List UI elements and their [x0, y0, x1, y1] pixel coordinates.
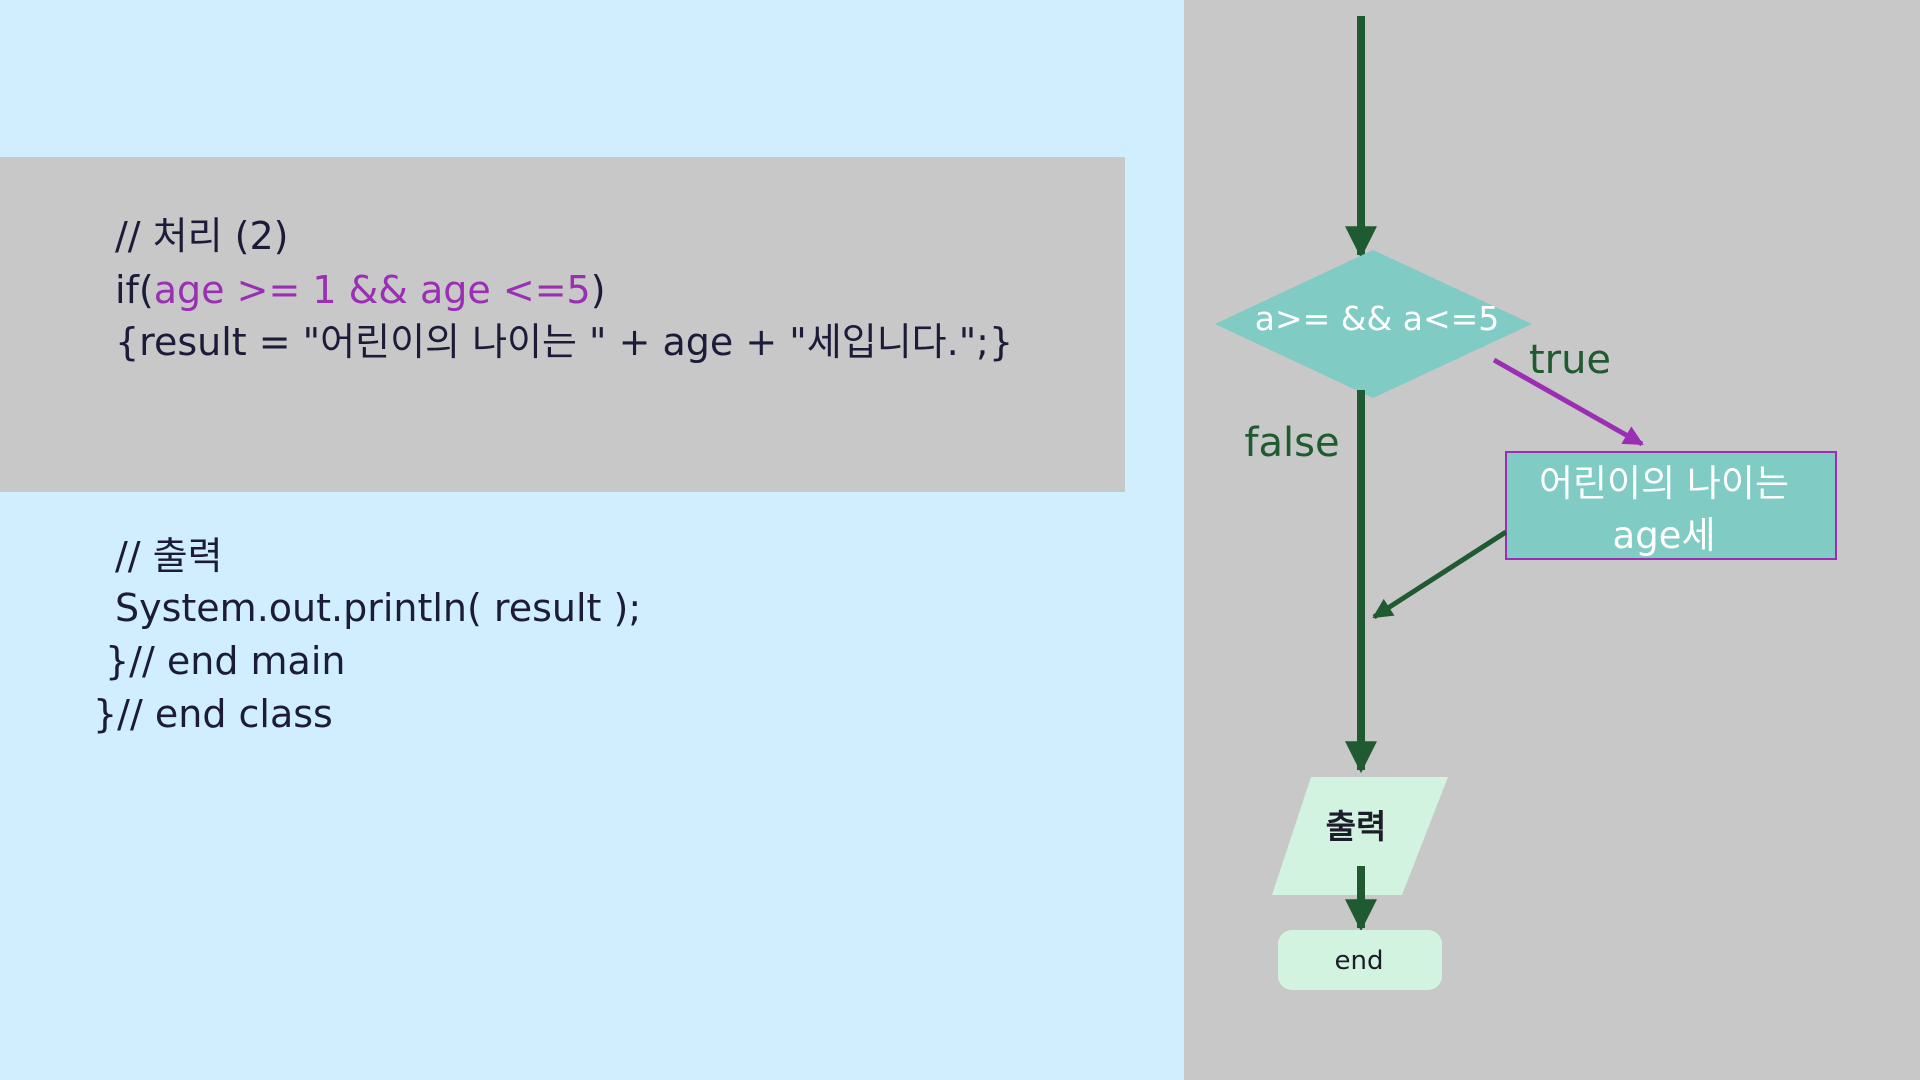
- code-comment-output: // 출력: [115, 534, 223, 578]
- code-if-prefix: if(: [115, 268, 154, 312]
- decision-label: a>= && a<=5: [1255, 299, 1500, 338]
- code-end-class: }// end class: [93, 692, 333, 736]
- process-box: [1505, 451, 1837, 560]
- false-label: false: [1244, 420, 1339, 466]
- end-label: end: [1335, 946, 1384, 976]
- end-terminator: [1278, 930, 1442, 990]
- code-end-main: }// end main: [105, 639, 346, 683]
- true-label: true: [1529, 337, 1611, 383]
- code-result-line: {result = "어린이의 나이는 " + age + "세입니다.";}: [115, 320, 1014, 364]
- decision-diamond: [1215, 250, 1532, 398]
- flowchart-diagram: a>= && a<=5 true false 어린이의 나이는 age세 출력 …: [1215, 16, 1837, 990]
- code-comment-processing: // 처리 (2): [115, 214, 289, 258]
- code-if-line: if(age >= 1 && age <=5): [115, 271, 606, 309]
- code-if-condition: age >= 1 && age <=5: [153, 268, 591, 312]
- processing-code-box: // 처리 (2) if(age >= 1 && age <=5) {resul…: [0, 157, 1125, 492]
- flowchart-panel: a>= && a<=5 true false 어린이의 나이는 age세 출력 …: [1184, 0, 1920, 1080]
- process-label-line1: 어린이의 나이는: [1539, 462, 1789, 505]
- code-panel: // 처리 (2) if(age >= 1 && age <=5) {resul…: [0, 157, 1125, 736]
- code-print-line: System.out.println( result );: [115, 586, 642, 630]
- output-parallelogram: [1272, 777, 1448, 895]
- merge-arrow: [1372, 529, 1508, 620]
- code-if-suffix: ): [590, 268, 606, 312]
- process-label-line2: age세: [1613, 514, 1716, 557]
- true-branch-arrow: [1492, 357, 1644, 447]
- output-label: 출력: [1326, 807, 1387, 846]
